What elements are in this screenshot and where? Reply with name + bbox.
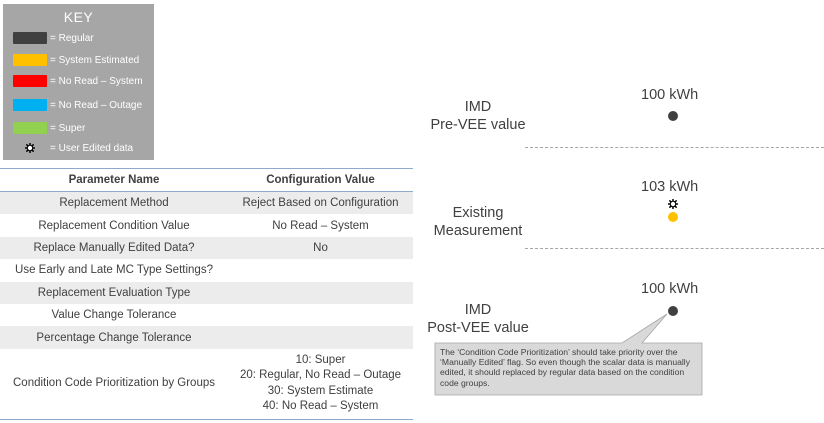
post-vee-value: 100 kWh — [641, 281, 699, 297]
post-vee-label: IMD Post-VEE value — [418, 301, 538, 337]
parameter-name-cell: Condition Code Prioritization by Groups — [0, 348, 228, 420]
system-estimated-swatch — [13, 54, 47, 66]
parameter-name-cell: Percentage Change Tolerance — [0, 326, 228, 349]
key-item-super: = Super — [13, 121, 85, 135]
column-header-parameter-name: Parameter Name — [0, 168, 228, 192]
table-row: Replacement Condition Value No Read – Sy… — [0, 214, 413, 236]
parameter-name-cell: Replacement Condition Value — [38, 219, 190, 232]
post-vee-label-line2: Post-VEE value — [427, 320, 529, 336]
existing-measurement-label-line1: Existing — [452, 205, 504, 221]
key-item-label: = Super — [50, 122, 86, 134]
pre-vee-label: IMD Pre-VEE value — [418, 98, 538, 134]
post-vee-label-line1: IMD — [464, 302, 492, 318]
column-header-configuration-value: Configuration Value — [228, 168, 413, 192]
regular-swatch — [13, 32, 47, 44]
super-swatch — [13, 122, 47, 134]
key-item-label: = User Edited data — [50, 142, 134, 154]
configuration-value-cell: No — [228, 236, 413, 260]
section-divider — [525, 248, 824, 249]
no-read-outage-swatch — [13, 99, 47, 111]
post-vee-regular-dot — [668, 306, 678, 316]
existing-measurement-label-line2: Measurement — [433, 223, 523, 239]
priority-group-item: 20: Regular, No Read – Outage — [239, 369, 402, 382]
table-row: Percentage Change Tolerance — [0, 326, 413, 349]
key-item-no-read-outage: = No Read – Outage — [13, 98, 142, 112]
pre-vee-label-line1: IMD — [464, 99, 492, 115]
parameter-name-cell: Use Early and Late MC Type Settings? — [15, 264, 213, 277]
table-row: Value Change Tolerance — [0, 304, 413, 326]
parameter-name-cell: Replace Manually Edited Data? — [0, 236, 228, 260]
table-header-row: Parameter Name Configuration Value — [0, 168, 413, 192]
parameter-name-cell: Replacement Evaluation Type — [0, 281, 228, 304]
key-item-label: = System Estimated — [50, 54, 140, 66]
existing-measurement-value: 103 kWh — [641, 179, 699, 195]
no-read-system-swatch — [13, 75, 47, 87]
configuration-value-cell: Reject Based on Configuration — [228, 191, 413, 215]
parameter-name-cell: Replacement Method — [0, 191, 228, 215]
table-row: Replacement Evaluation Type — [0, 281, 413, 304]
configuration-value-cell: No Read – System — [272, 219, 369, 232]
key-item-label: = No Read – System — [50, 75, 143, 87]
priority-group-item: 40: No Read – System — [262, 400, 379, 413]
table-row: Replacement Method Reject Based on Confi… — [0, 191, 413, 215]
key-item-system-estimated: = System Estimated — [13, 53, 139, 67]
pre-vee-value: 100 kWh — [641, 87, 699, 103]
key-item-label: = Regular — [50, 32, 94, 44]
configuration-value-cell — [228, 326, 413, 349]
table-row: Replace Manually Edited Data? No — [0, 236, 413, 260]
parameter-name-cell: Value Change Tolerance — [51, 309, 177, 322]
key-item-no-read-system: = No Read – System — [13, 74, 143, 88]
parameter-table: Parameter Name Configuration Value Repla… — [0, 168, 413, 420]
configuration-value-cell — [228, 281, 413, 304]
key-item-user-edited: = User Edited data — [13, 141, 133, 155]
pre-vee-label-line2: Pre-VEE value — [430, 117, 526, 133]
pre-vee-regular-dot — [668, 111, 678, 121]
key-item-label: = No Read – Outage — [50, 99, 143, 111]
key-title: KEY — [63, 9, 94, 25]
priority-group-item: 30: System Estimate — [267, 384, 374, 397]
gear-icon — [668, 199, 678, 209]
configuration-value-cell: 10: Super 20: Regular, No Read – Outage … — [228, 348, 413, 420]
key-legend: KEY = Regular = System Estimated = No Re… — [3, 4, 154, 160]
gear-icon — [25, 143, 35, 153]
priority-group-item: 10: Super — [295, 353, 346, 366]
callout-text: The ‘Condition Code Prioritization’ shou… — [440, 347, 691, 388]
existing-measurement-label: Existing Measurement — [418, 204, 538, 240]
section-divider — [525, 147, 824, 148]
table-row: Use Early and Late MC Type Settings? — [0, 259, 413, 281]
existing-system-estimated-dot — [668, 212, 678, 222]
table-row: Condition Code Prioritization by Groups … — [0, 348, 413, 420]
key-item-regular: = Regular — [13, 31, 94, 45]
